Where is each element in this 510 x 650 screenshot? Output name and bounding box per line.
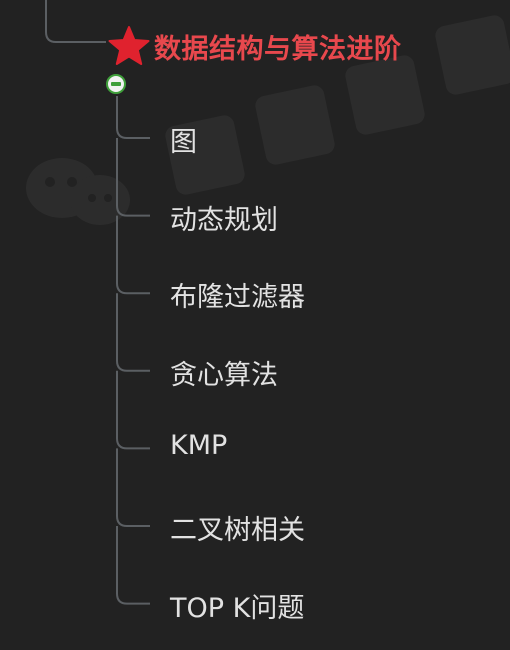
collapse-toggle-button[interactable] xyxy=(106,74,126,94)
subtopic-label[interactable]: 二叉树相关 xyxy=(170,515,305,546)
subtopic-connector xyxy=(116,526,150,605)
subtopic-label[interactable]: 动态规划 xyxy=(170,204,278,236)
subtopic-label[interactable]: 贪心算法 xyxy=(170,359,278,391)
minus-icon xyxy=(111,82,121,86)
subtopic-connector xyxy=(116,215,150,295)
subtopic-label[interactable]: 布隆过滤器 xyxy=(170,282,305,314)
subtopic-connector xyxy=(116,448,150,527)
subtopic-connector xyxy=(116,293,150,372)
subtopic-label[interactable]: 图 xyxy=(170,127,197,158)
subtopic-label[interactable]: KMP xyxy=(170,430,228,462)
parent-connector xyxy=(45,0,106,43)
subtopic-connector xyxy=(116,370,150,450)
subtopic-connector xyxy=(116,96,150,139)
subtopic-label[interactable]: TOP K问题 xyxy=(170,592,305,624)
star-icon xyxy=(108,26,150,65)
root-topic-label[interactable]: 数据结构与算法进阶 xyxy=(154,34,402,65)
subtopic-connector xyxy=(116,138,150,217)
